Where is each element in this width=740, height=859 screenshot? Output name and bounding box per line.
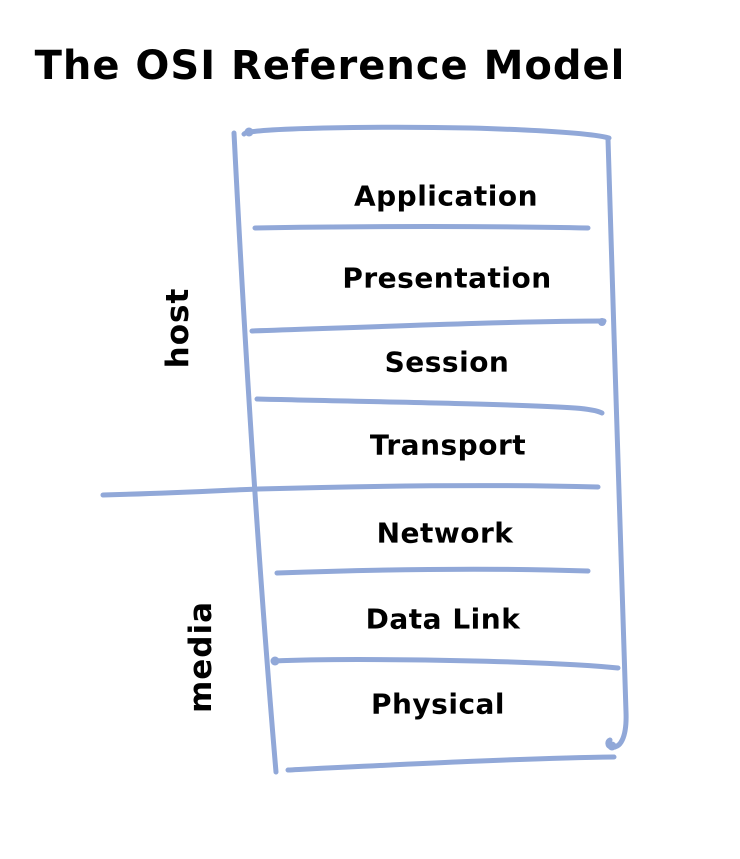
layer-label-session: Session [385,346,510,379]
blob-bottom-hook [607,741,617,751]
blob-divider-right [598,318,606,326]
layer-label-network: Network [377,517,515,550]
box-bottom-edge [285,754,617,773]
ink-blobs [244,127,617,751]
divider-session-transport [254,396,605,416]
layer-label-transport: Transport [370,429,526,462]
divider-application-presentation [252,224,591,231]
divider-datalink-physical [271,657,621,671]
layer-label-physical: Physical [371,688,505,721]
diagram-text: The OSI Reference Model Application Pres… [35,43,626,721]
layer-label-presentation: Presentation [342,262,551,295]
layer-label-datalink: Data Link [366,603,522,636]
divider-presentation-session [249,318,607,334]
box-left-edge [231,130,279,775]
blob-top-left [244,127,254,137]
layer-label-application: Application [354,180,538,213]
diagram-title: The OSI Reference Model [35,43,626,89]
blob-datalink-left [270,656,280,666]
box-right-edge [605,136,629,750]
host-media-separator-line [100,483,601,498]
box-top-edge [241,124,612,141]
group-label-media: media [183,601,219,713]
sketch-strokes [100,124,629,775]
divider-network-datalink [274,566,591,576]
group-label-host: host [160,288,196,369]
